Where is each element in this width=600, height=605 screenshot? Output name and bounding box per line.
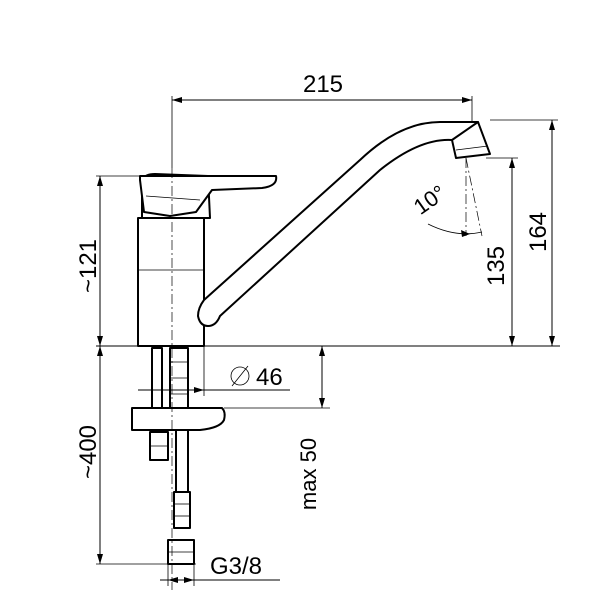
lever-edge — [145, 195, 201, 201]
mounting-assembly — [131, 347, 226, 565]
spout-arm — [197, 121, 481, 327]
label-121: ~121 — [75, 239, 102, 293]
label-135: 135 — [483, 246, 510, 286]
dimension-thread: G3/8 — [160, 553, 280, 586]
arrow-135-top — [509, 158, 515, 168]
dimension-height-121: ~121 — [75, 175, 142, 346]
arrow-135-bottom — [509, 336, 515, 346]
lever-handle — [139, 175, 278, 217]
angle-arc — [427, 223, 483, 235]
label-400: ~400 — [75, 425, 102, 479]
faucet-body — [137, 173, 278, 347]
outlet-axis-tilted — [465, 157, 483, 237]
arrow-g38-left — [168, 577, 178, 583]
dimension-width: 215 — [171, 71, 473, 168]
arrow-50-top — [319, 346, 325, 356]
label-215: 215 — [303, 71, 343, 98]
arrow-right — [462, 97, 472, 103]
arrow-50-bottom — [319, 398, 325, 408]
supply-pipe-left — [151, 347, 163, 409]
dimension-height-135: 135 — [483, 157, 518, 346]
dimension-diameter: 46 — [138, 346, 290, 396]
mounting-plate — [131, 407, 226, 431]
label-10-deg: 10° — [409, 180, 451, 220]
label-g38: G3/8 — [210, 553, 262, 580]
angle-arrow — [461, 230, 470, 237]
aerator-line — [455, 145, 489, 151]
dimension-height-164: 164 — [490, 119, 558, 346]
arrow-121-bottom — [97, 336, 103, 346]
arrow-164-top — [549, 120, 555, 130]
label-max-50: max 50 — [296, 438, 321, 510]
label-46: 46 — [256, 364, 283, 391]
hose-upper — [175, 429, 189, 493]
label-164: 164 — [525, 212, 552, 252]
arrow-400-bottom — [97, 554, 103, 564]
arrow-left — [172, 97, 182, 103]
arrow-400-top — [97, 346, 103, 356]
body-cylinder — [137, 217, 205, 347]
diameter-circle — [230, 366, 250, 386]
center-lines — [171, 157, 483, 590]
dimension-deck-thickness: max 50 — [224, 346, 330, 510]
spout — [197, 121, 491, 327]
arrow-46 — [194, 387, 204, 393]
arrow-121-top — [97, 176, 103, 186]
hose-ferrule — [173, 491, 191, 529]
dimension-angle: 10° — [409, 180, 483, 237]
dimension-hose-length: ~400 — [75, 346, 196, 565]
arrow-g38-right — [184, 577, 194, 583]
diameter-slash — [231, 365, 249, 387]
arrow-164-bottom — [549, 336, 555, 346]
